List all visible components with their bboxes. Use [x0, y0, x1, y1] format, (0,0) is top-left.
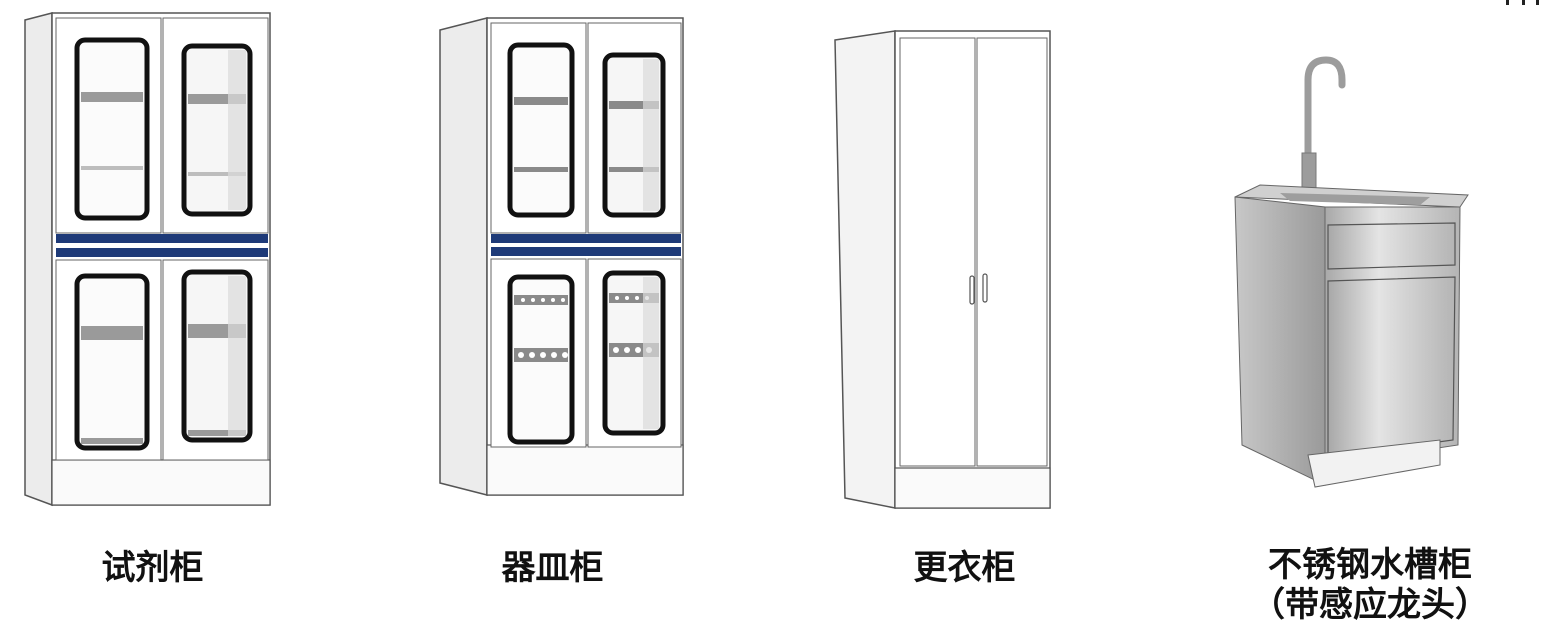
- caption-locker: 更衣柜: [913, 548, 1016, 588]
- product-reagent-cabinet[interactable]: [20, 10, 280, 510]
- locker-illustration: [834, 30, 1051, 509]
- caption-sink-cabinet-note: （带感应龙头）: [1251, 585, 1489, 625]
- product-sink-cabinet[interactable]: [1230, 55, 1475, 495]
- product-locker[interactable]: [830, 28, 1060, 513]
- glassware-cabinet-illustration: [439, 17, 684, 496]
- caption-glassware-cabinet: 器皿柜: [501, 548, 604, 588]
- caption-sink-cabinet: 不锈钢水槽柜 （带感应龙头）: [1230, 545, 1510, 625]
- product-glassware-cabinet[interactable]: [435, 15, 695, 500]
- caption-reagent-cabinet: 试剂柜: [101, 548, 204, 588]
- reagent-cabinet-illustration: [24, 12, 271, 507]
- caption-sink-cabinet-name: 不锈钢水槽柜: [1268, 545, 1472, 585]
- sink-cabinet-illustration: [1234, 56, 1469, 488]
- corner-mark: [1502, 0, 1542, 6]
